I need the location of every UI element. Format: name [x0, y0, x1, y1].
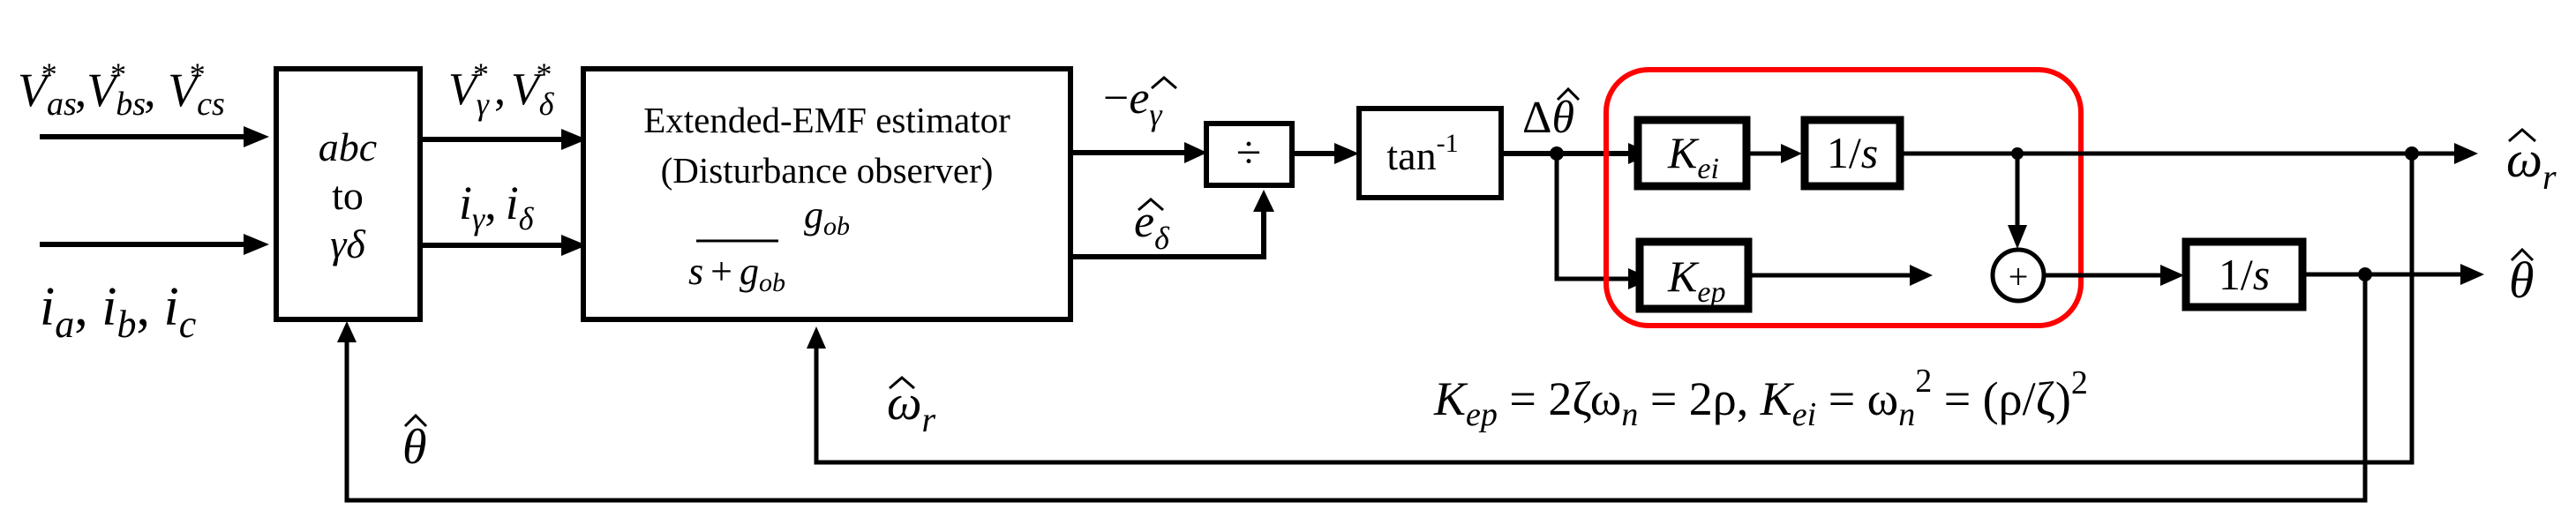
kep-label: Kep [1667, 251, 1725, 309]
estimator-title: Extended-EMF estimator [643, 100, 1010, 140]
hat-theta-out [2510, 247, 2535, 262]
i-gamma-delta-label: iγ,iδ [459, 176, 535, 236]
outer-integrator-label: 1/s [2219, 250, 2270, 299]
kei-gain-block: Kei [1633, 116, 1751, 191]
pi-controller-highlight [1603, 67, 2084, 328]
kep-gain-block: Kep [1635, 237, 1753, 313]
kep-to-sum-arrow [1752, 265, 1933, 286]
phase-currents-label: ia, ib, ic [40, 277, 197, 346]
v-gamma-delta-arrow [423, 129, 587, 150]
voltage-references-label: Vas*,Vbs*, Vcs* [18, 56, 225, 123]
estimator-numerator: gob [804, 193, 850, 241]
hat-omega-feedback [889, 376, 915, 390]
arctan-block: tan-1 [1356, 106, 1504, 200]
abc-to-gamma-delta-block: abc to γδ [274, 66, 423, 322]
theta-feedback-path [337, 274, 2368, 503]
hat-delta-theta [1556, 86, 1581, 101]
kei-to-integrator-arrow [1750, 144, 1802, 163]
theta-feedback-label: θ [402, 420, 427, 475]
hat-e-gamma [1151, 76, 1177, 90]
omega-output-arrowhead [2454, 143, 2478, 164]
sum-symbol: + [2009, 257, 2029, 296]
inner-integrator-block: 1/s [1800, 116, 1904, 191]
transform-line1: abc [319, 124, 377, 169]
hat-omega-out [2508, 128, 2536, 143]
estimator-denominator: s+gob [688, 250, 785, 297]
estimator-subtitle: (Disturbance observer) [661, 150, 994, 191]
summing-junction: + [1990, 247, 2047, 304]
sum-to-outer-integrator-arrow [2045, 265, 2184, 286]
e-delta-arrow [1073, 190, 1274, 259]
kei-label: Kei [1667, 128, 1719, 185]
neg-e-gamma-label: −eγ [1103, 73, 1162, 132]
neg-e-gamma-arrow [1073, 142, 1207, 163]
delta-theta-label: Δθ [1522, 93, 1574, 143]
theta-output-arrowhead [2460, 264, 2484, 285]
omega-r-feedback-path [807, 154, 2415, 465]
omega-r-output-label: ωr [2506, 131, 2557, 197]
i-gamma-delta-arrow [423, 235, 587, 256]
extended-emf-estimator-block: Extended-EMF estimator (Disturbance obse… [581, 66, 1073, 322]
theta-output-label: θ [2509, 251, 2535, 309]
arrow-to-sum [2008, 225, 2027, 249]
divide-block: ÷ [1204, 121, 1295, 188]
arctan-label: tan-1 [1386, 129, 1458, 178]
inner-integrator-label: 1/s [1827, 128, 1878, 177]
outer-integrator-block: 1/s [2182, 237, 2307, 311]
transform-line3: γδ [330, 221, 365, 266]
v-gamma-delta-label: Vγ*,Vδ* [448, 56, 555, 122]
input-current-arrow [40, 234, 269, 255]
divide-symbol: ÷ [1236, 128, 1262, 178]
input-voltage-arrow [40, 126, 269, 147]
hat-e-delta [1138, 198, 1164, 212]
hat-theta-feedback [403, 413, 428, 428]
gain-equation: Kep = 2ζωn = 2ρ, Kei = ωn2 = (ρ/ζ)2 [1433, 363, 2088, 433]
branch-to-kep [1554, 154, 1628, 281]
transform-line2: to [332, 173, 364, 218]
e-delta-label: eδ [1134, 197, 1170, 256]
divide-to-arctan-arrow [1294, 143, 1359, 164]
